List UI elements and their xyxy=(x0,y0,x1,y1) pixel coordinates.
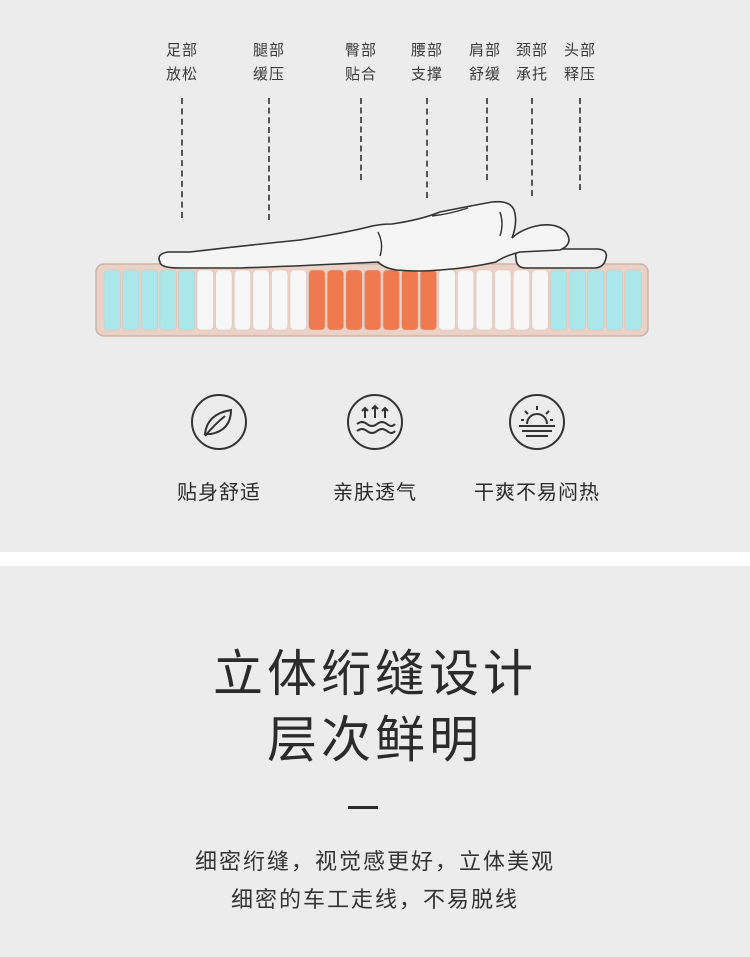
zone-leader-line xyxy=(531,98,533,196)
zone-leader-line xyxy=(268,98,270,220)
mattress-illustration xyxy=(95,200,649,337)
cyan-spring xyxy=(624,269,642,331)
white-spring xyxy=(215,269,233,331)
feature-comfort: 贴身舒适 xyxy=(144,394,294,505)
white-spring xyxy=(233,269,251,331)
person-arm-line xyxy=(431,207,469,217)
cyan-spring xyxy=(550,269,568,331)
zone-label-foot: 足部放松 xyxy=(165,41,198,83)
feature-dry: 干爽不易闷热 xyxy=(462,394,612,505)
orange-spring xyxy=(308,269,326,331)
white-spring xyxy=(475,269,493,331)
sunrise-icon xyxy=(509,394,565,450)
description-line1: 细密绗缝，视觉感更好，立体美观 xyxy=(194,850,555,875)
white-spring xyxy=(196,269,214,331)
cyan-spring xyxy=(140,269,158,331)
white-spring xyxy=(531,269,549,331)
feature-label: 干爽不易闷热 xyxy=(474,480,600,504)
orange-spring xyxy=(401,269,419,331)
zone-label-hip: 臀部贴合 xyxy=(344,41,377,83)
zone-leader-line xyxy=(181,98,183,218)
white-spring xyxy=(512,269,531,331)
feature-label: 亲肤透气 xyxy=(333,480,417,504)
white-spring xyxy=(289,269,307,331)
zone-leader-line xyxy=(360,98,362,180)
feature-label: 贴身舒适 xyxy=(177,480,261,504)
leaf-icon xyxy=(191,394,247,450)
zone-label-shoulder: 肩部舒缓 xyxy=(468,41,501,83)
divider-rule xyxy=(348,806,378,809)
white-spring xyxy=(438,269,456,331)
breathable-waves-icon xyxy=(347,394,403,450)
white-spring xyxy=(271,269,289,331)
orange-spring xyxy=(382,269,400,331)
description-line2: 细密的车工走线，不易脱线 xyxy=(230,888,519,913)
zone-label-head: 头部释压 xyxy=(563,41,596,83)
cyan-spring xyxy=(568,269,586,331)
headline-line1: 立体绗缝设计 xyxy=(213,645,537,703)
cyan-spring xyxy=(587,269,605,331)
white-spring xyxy=(457,269,475,331)
zone-leader-line xyxy=(426,98,428,198)
orange-spring xyxy=(364,269,382,331)
zone-leader-line xyxy=(579,98,581,190)
spring-group xyxy=(103,269,642,331)
cyan-spring xyxy=(103,269,121,331)
person-arm-curve xyxy=(499,211,503,237)
cyan-spring xyxy=(605,269,624,331)
cyan-spring xyxy=(178,269,196,331)
white-spring xyxy=(252,269,270,331)
orange-spring xyxy=(326,269,345,331)
cyan-spring xyxy=(159,269,177,331)
headline-line2: 层次鲜明 xyxy=(267,711,483,769)
feature-breathable: 亲肤透气 xyxy=(300,394,450,505)
zone-label-leg: 腿部缓压 xyxy=(252,41,285,83)
zone-label-waist: 腰部支撑 xyxy=(410,41,443,83)
orange-spring xyxy=(419,269,438,331)
cyan-spring xyxy=(122,269,140,331)
sleeping-person xyxy=(158,200,570,272)
zone-label-neck: 颈部承托 xyxy=(515,41,548,83)
quilting-info-panel xyxy=(0,566,750,957)
person-hip-curve xyxy=(377,231,383,257)
zone-leader-line xyxy=(486,98,488,180)
orange-spring xyxy=(345,269,363,331)
white-spring xyxy=(494,269,512,331)
